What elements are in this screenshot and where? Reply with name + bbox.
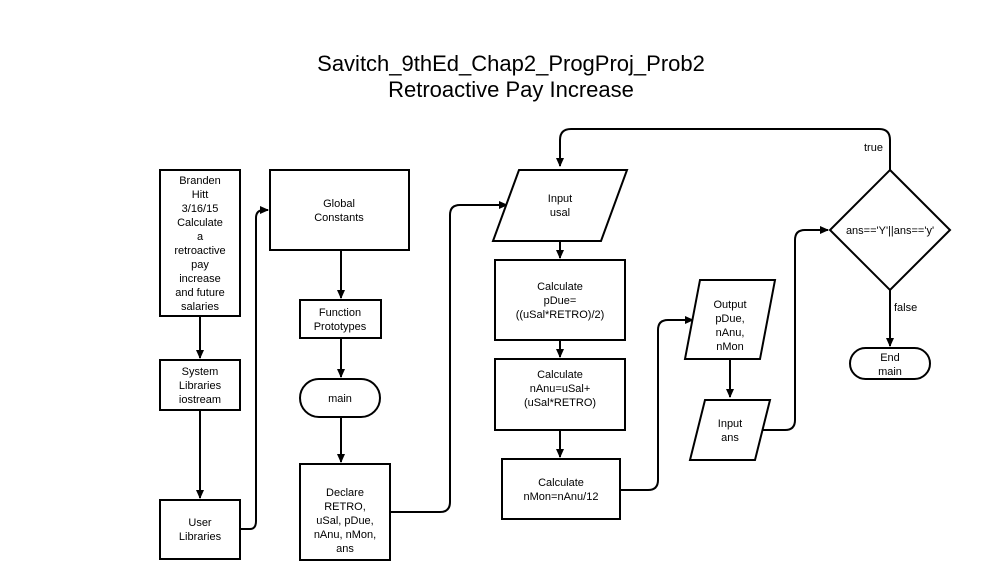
node-text-line: Function bbox=[319, 307, 361, 319]
node-text-line: Libraries bbox=[179, 380, 222, 392]
node-text: Calculate pDue= ((uSal*RETRO)/2) bbox=[516, 281, 605, 321]
node-calc-nanu: Calculate nAnu=uSal+ (uSal*RETRO) bbox=[494, 358, 626, 431]
node-input-ans: Input ans bbox=[688, 399, 772, 461]
node-text: Calculate nAnu=uSal+ (uSal*RETRO) bbox=[524, 369, 596, 409]
edge-decision-true-to-input-usal bbox=[556, 128, 891, 170]
node-text-line: nAnu, bbox=[716, 327, 745, 339]
node-text: Input usal bbox=[548, 193, 572, 219]
node-text-line: (uSal*RETRO) bbox=[524, 397, 596, 409]
node-calc-pdue: Calculate pDue= ((uSal*RETRO)/2) bbox=[494, 259, 626, 341]
node-text: Output pDue, nAnu, nMon bbox=[713, 299, 746, 353]
node-text: Calculate nMon=nAnu/12 bbox=[524, 477, 599, 503]
node-text-line: Output bbox=[713, 299, 746, 311]
edge-declare-to-input-usal bbox=[390, 201, 508, 513]
node-end-main: End main bbox=[849, 347, 931, 380]
node-main: main bbox=[299, 378, 381, 418]
diagram-title: Savitch_9thEd_Chap2_ProgProj_Prob2 bbox=[317, 51, 705, 76]
node-text-line: Prototypes bbox=[314, 321, 367, 333]
diagram-subtitle: Retroactive Pay Increase bbox=[388, 77, 634, 102]
node-text-line: Hitt bbox=[192, 189, 209, 201]
node-text-line: main bbox=[878, 366, 902, 378]
node-text-line: Calculate bbox=[177, 217, 223, 229]
node-text-line: 3/16/15 bbox=[182, 203, 219, 215]
node-text-line: main bbox=[328, 393, 352, 405]
node-text-line: nAnu=uSal+ bbox=[530, 383, 591, 395]
node-text-line: Constants bbox=[314, 212, 364, 224]
node-text-line: ans bbox=[336, 543, 354, 555]
node-text-line: a bbox=[197, 231, 204, 243]
node-text-line: nMon bbox=[716, 341, 744, 353]
node-text-line: uSal, pDue, bbox=[316, 515, 373, 527]
node-text-line: and future bbox=[175, 287, 225, 299]
node-text-line: retroactive bbox=[174, 245, 225, 257]
node-text-line: iostream bbox=[179, 394, 221, 406]
node-text-line: Input bbox=[718, 418, 742, 430]
node-text-line: salaries bbox=[181, 301, 219, 313]
node-text-line: End bbox=[880, 352, 900, 364]
node-output: Output pDue, nAnu, nMon bbox=[683, 279, 777, 360]
node-text: End main bbox=[878, 352, 902, 378]
edge-userlib-to-globals bbox=[240, 206, 269, 530]
node-text-line: System bbox=[182, 366, 219, 378]
node-input-usal: Input usal bbox=[491, 169, 629, 242]
node-text-line: Calculate bbox=[537, 281, 583, 293]
node-text: ans=='Y'||ans=='y' bbox=[846, 225, 934, 237]
node-calc-nmon: Calculate nMon=nAnu/12 bbox=[501, 458, 621, 520]
node-text: Input ans bbox=[718, 418, 742, 444]
node-text-line: Libraries bbox=[179, 531, 222, 543]
node-text: main bbox=[328, 393, 352, 405]
node-text-line: Input bbox=[548, 193, 572, 205]
node-text-line: ((uSal*RETRO)/2) bbox=[516, 309, 605, 321]
node-text-line: Branden bbox=[179, 175, 221, 187]
node-text-line: Calculate bbox=[537, 369, 583, 381]
node-text-line: Calculate bbox=[538, 477, 584, 489]
edge-input-ans-to-decision bbox=[762, 226, 829, 431]
edges: true false bbox=[196, 128, 917, 530]
node-text-line: usal bbox=[550, 207, 570, 219]
node-text-line: increase bbox=[179, 273, 221, 285]
node-text-line: pDue= bbox=[544, 295, 577, 307]
node-decision: ans=='Y'||ans=='y' bbox=[828, 168, 952, 292]
node-text-line: Global bbox=[323, 198, 355, 210]
edge-label-true: true bbox=[864, 142, 883, 154]
node-text-line: ans=='Y'||ans=='y' bbox=[846, 225, 934, 237]
node-text-line: pay bbox=[191, 259, 209, 271]
edge-label-false: false bbox=[894, 302, 917, 314]
node-text-line: User bbox=[188, 517, 212, 529]
node-text-line: nMon=nAnu/12 bbox=[524, 491, 599, 503]
node-text-line: RETRO, bbox=[324, 501, 366, 513]
node-text-line: pDue, bbox=[715, 313, 744, 325]
node-text-line: Declare bbox=[326, 487, 364, 499]
node-text-line: ans bbox=[721, 432, 739, 444]
edge-calc-nmon-to-output bbox=[620, 316, 694, 491]
node-text-line: nAnu, nMon, bbox=[314, 529, 376, 541]
